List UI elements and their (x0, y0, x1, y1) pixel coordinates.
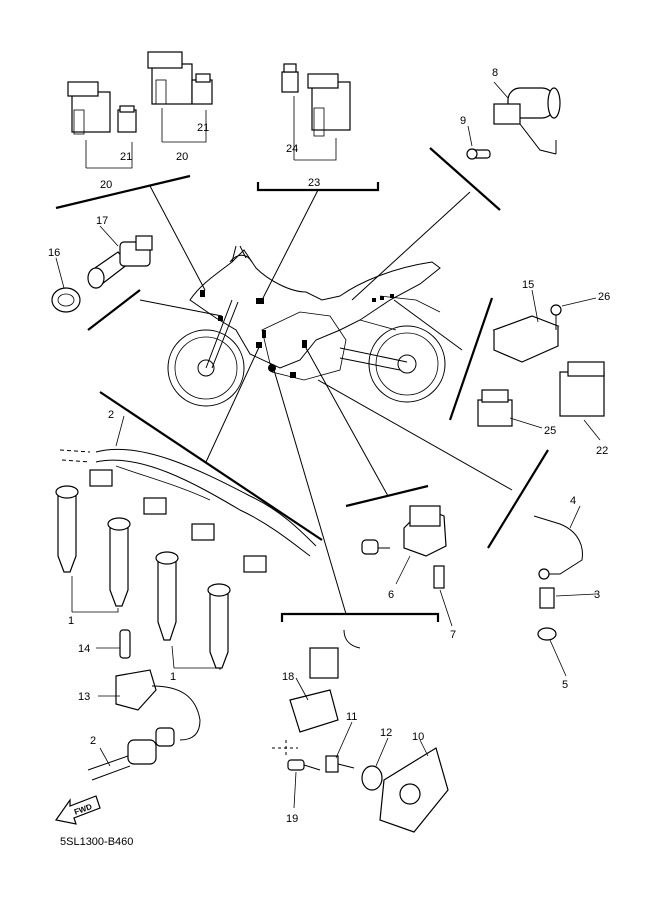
forward-direction-arrow: FWD (54, 795, 101, 825)
relay-assembly-left (67, 81, 137, 135)
diagram-code: 5SL1300-B460 (60, 836, 134, 848)
callout-label: 11 (346, 711, 357, 723)
starter-motor (466, 87, 561, 160)
pickup-coil (361, 505, 447, 589)
callout-label: 19 (286, 813, 298, 825)
relay-assembly-middle (147, 51, 213, 105)
callout-label: 20 (176, 151, 188, 163)
callout-label: 3 (594, 589, 600, 601)
callout-label: 7 (450, 629, 456, 641)
ecu-units (477, 304, 605, 427)
callout-label: 25 (544, 425, 556, 437)
callout-label: 22 (596, 445, 608, 457)
callout-label: 5 (562, 679, 568, 691)
callout-label: 2 (108, 409, 114, 421)
stator-assembly (272, 629, 449, 833)
temperature-sensor (51, 235, 153, 313)
callout-label: 4 (570, 495, 576, 507)
group-brackets (55, 147, 549, 622)
callout-labels: 20 21 20 21 24 23 8 9 17 16 15 26 25 22 … (48, 67, 610, 825)
callout-label: 10 (412, 731, 424, 743)
callout-label: 23 (308, 177, 320, 189)
neutral-switch (533, 515, 583, 641)
motorcycle-illustration (167, 245, 446, 407)
callout-label: 26 (598, 291, 610, 303)
callout-label: 15 (522, 279, 534, 291)
callout-label: 14 (78, 643, 90, 655)
callout-label: 17 (96, 215, 108, 227)
callout-label: 21 (120, 151, 132, 163)
callout-label: 2 (90, 735, 96, 747)
callout-label: 1 (170, 671, 176, 683)
crankshaft-position-sensor (87, 629, 201, 781)
callout-label: 18 (282, 671, 294, 683)
callout-label: 24 (286, 143, 298, 155)
callout-label: 8 (492, 67, 498, 79)
callout-label: 20 (100, 179, 112, 191)
callout-leaders (55, 81, 601, 809)
callout-label: 21 (197, 122, 209, 134)
relay-assembly-right (281, 63, 351, 137)
ignition-coils (55, 485, 231, 669)
callout-label: 13 (78, 691, 90, 703)
wire-harness (59, 448, 317, 573)
callout-label: 6 (388, 589, 394, 601)
callout-label: 12 (380, 727, 392, 739)
callout-label: 1 (68, 615, 74, 627)
callout-label: 16 (48, 247, 60, 259)
callout-label: 9 (460, 115, 466, 127)
